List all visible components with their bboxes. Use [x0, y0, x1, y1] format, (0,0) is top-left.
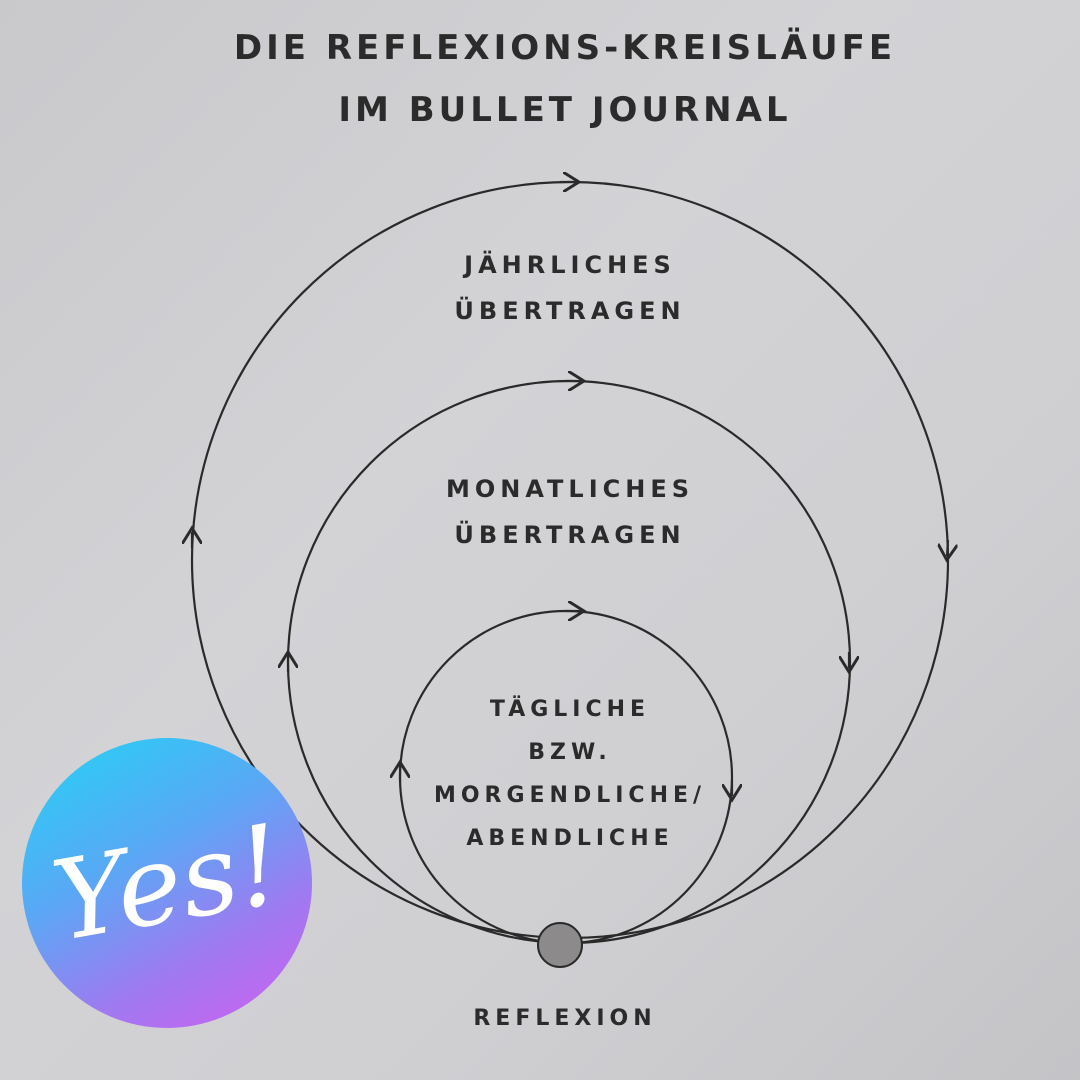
monthly-cycle-label: MONATLICHES ÜBERTRAGEN: [400, 466, 740, 558]
arrow-icon: [947, 539, 948, 556]
label-line: MORGENDLICHE/: [433, 783, 707, 808]
title-line-1: DIE REFLEXIONS-KREISLÄUFE: [233, 28, 897, 68]
label-line: ÜBERTRAGEN: [454, 297, 686, 325]
label-line: BZW.: [528, 740, 612, 765]
reflexion-label: REFLEXION: [473, 1006, 657, 1031]
reflexion-node: [537, 922, 583, 968]
logo-text: Yes!: [43, 800, 291, 966]
label-line: MONATLICHES: [445, 475, 695, 503]
yearly-cycle-label: JÄHRLICHES ÜBERTRAGEN: [400, 242, 740, 334]
label-line: ABENDLICHE: [466, 826, 674, 851]
label-line: JÄHRLICHES: [464, 251, 676, 279]
yes-logo-badge: Yes!: [22, 738, 312, 1028]
label-line: ÜBERTRAGEN: [454, 521, 686, 549]
title-line-2: IM BULLET JOURNAL: [338, 90, 792, 130]
label-line: TÄGLICHE: [489, 697, 651, 722]
daily-cycle-label: TÄGLICHE BZW. MORGENDLICHE/ ABENDLICHE: [395, 688, 745, 860]
